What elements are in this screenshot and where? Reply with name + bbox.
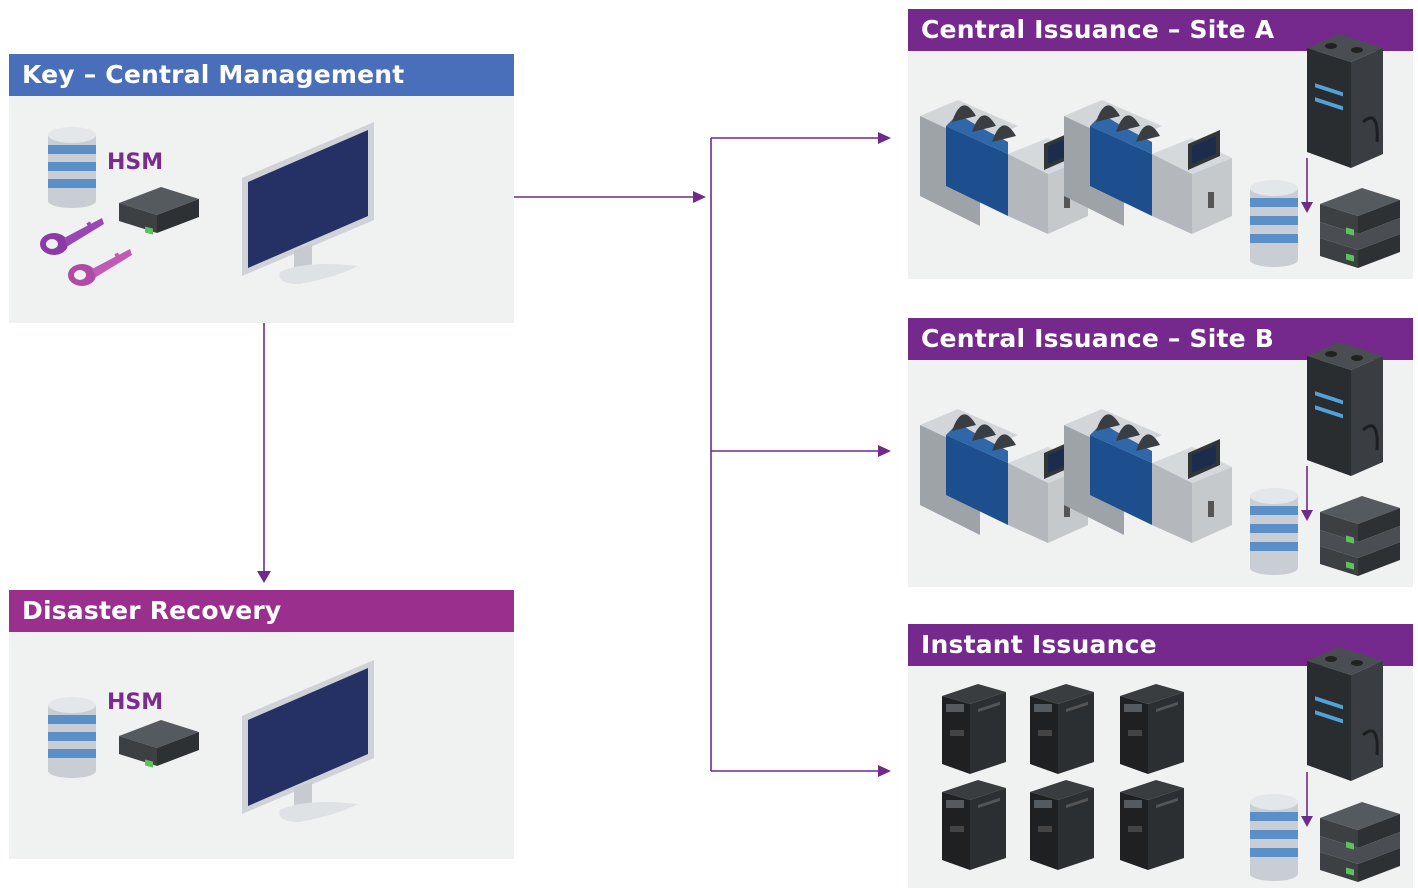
arrowhead-bus — [693, 191, 706, 203]
database-icon — [1250, 488, 1298, 575]
server-tower-icon — [1307, 647, 1383, 781]
arrowhead-site-b — [878, 445, 891, 457]
arrowhead-instant — [878, 765, 891, 777]
card-printer-icon — [1120, 780, 1184, 870]
monitor-icon — [242, 122, 374, 284]
server-tower-icon — [1307, 342, 1383, 476]
hsm-device-icon — [119, 187, 199, 235]
card-machine-icon — [1064, 409, 1232, 543]
panel-title: Central Issuance – Site B — [921, 324, 1274, 353]
database-icon — [1250, 794, 1298, 881]
key-central-header: Key – Central Management — [9, 54, 514, 96]
database-icon — [48, 697, 96, 778]
card-printer-icon — [942, 684, 1006, 774]
panel-title: Central Issuance – Site A — [921, 15, 1275, 44]
arrowhead-dr — [257, 571, 271, 583]
hsm-label: HSM — [107, 150, 164, 175]
arrowhead-site-a — [878, 132, 891, 144]
card-printer-icon — [1120, 684, 1184, 774]
monitor-icon — [242, 660, 374, 822]
card-machine-icon — [920, 100, 1088, 234]
panel-title: Key – Central Management — [22, 60, 405, 89]
key-icon — [68, 249, 132, 286]
panel-title: Disaster Recovery — [22, 596, 282, 625]
server-tower-icon — [1307, 34, 1383, 168]
hsm-label: HSM — [107, 690, 164, 715]
internal-arrow-icon — [1301, 772, 1313, 827]
key-icon — [40, 218, 104, 255]
card-machine-icon — [1064, 100, 1232, 234]
card-printer-icon — [1030, 780, 1094, 870]
database-icon — [48, 127, 96, 208]
database-icon — [1250, 180, 1298, 267]
card-printer-icon — [942, 780, 1006, 870]
server-stack-icon — [1320, 188, 1400, 268]
hsm-device-icon — [119, 720, 199, 768]
server-stack-icon — [1320, 496, 1400, 576]
internal-arrow-icon — [1301, 158, 1313, 213]
internal-arrow-icon — [1301, 466, 1313, 521]
panel-title: Instant Issuance — [921, 630, 1157, 659]
dr-header: Disaster Recovery — [9, 590, 514, 632]
card-printer-icon — [1030, 684, 1094, 774]
server-stack-icon — [1320, 802, 1400, 882]
